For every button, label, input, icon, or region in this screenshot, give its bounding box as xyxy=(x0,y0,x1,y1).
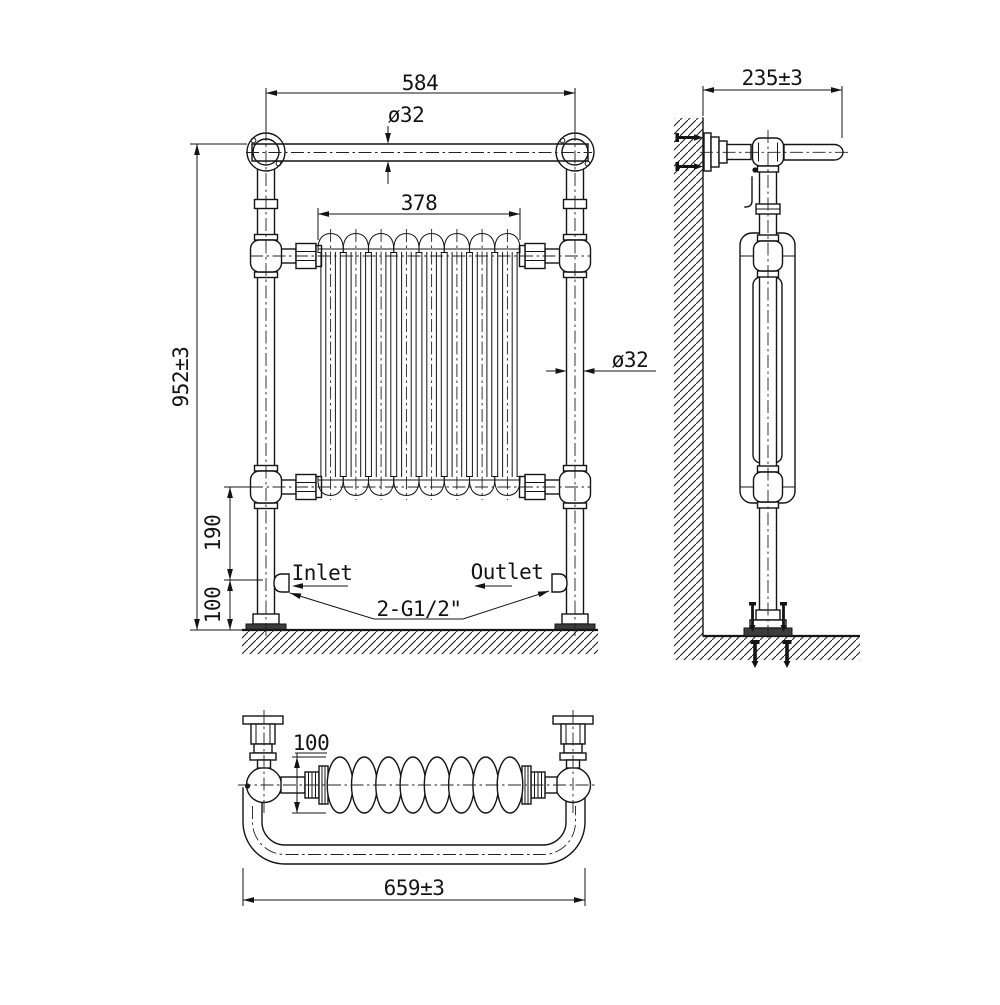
dim-190-text: 190 xyxy=(201,515,225,551)
dim-952: 952±3 xyxy=(169,143,247,631)
side-floor-screws xyxy=(749,602,792,668)
dim-584: 584 xyxy=(265,71,576,131)
dim-659-text: 659±3 xyxy=(384,876,445,900)
front-centerlines xyxy=(246,128,592,638)
plan-loop-inner xyxy=(261,787,567,846)
dim-235: 235±3 xyxy=(702,66,843,138)
front-view: 584 ø32 378 ø32 952±3 190 xyxy=(169,71,656,654)
dim-100-plan-text: 100 xyxy=(293,731,329,755)
plan-view: 100 659±3 xyxy=(238,710,596,906)
inlet-fitting xyxy=(273,573,290,593)
side-hook-mark xyxy=(744,167,758,208)
plan-left-dot xyxy=(244,783,251,789)
front-floor-hatch xyxy=(242,630,598,654)
front-towel-bar xyxy=(251,143,589,162)
dim-378: 378 xyxy=(317,191,521,240)
dim-100-front: 100 xyxy=(201,580,233,630)
dim-dia32-side: ø32 xyxy=(546,348,656,374)
inlet-label: Inlet xyxy=(292,561,353,585)
dim-dia32-side-text: ø32 xyxy=(612,348,648,372)
plan-loop-axis xyxy=(252,806,576,855)
thread-callout: 2-G1/2" xyxy=(289,588,550,621)
outlet-annotation: Outlet xyxy=(471,560,544,589)
dim-952-text: 952±3 xyxy=(169,347,193,408)
dim-584-text: 584 xyxy=(402,71,438,95)
dim-dia32-top: ø32 xyxy=(385,103,425,184)
dim-378-text: 378 xyxy=(401,191,437,215)
outlet-label: Outlet xyxy=(471,560,544,584)
dim-235-text: 235±3 xyxy=(742,66,803,90)
dim-190: 190 xyxy=(201,486,263,581)
side-wall-hatch xyxy=(674,118,703,660)
side-floor-hatch xyxy=(703,636,860,660)
outlet-fitting xyxy=(551,573,568,593)
side-view: 235±3 xyxy=(674,66,860,668)
dim-100-front-text: 100 xyxy=(201,587,225,623)
side-centerlines xyxy=(700,130,848,640)
plan-left-bracket xyxy=(242,715,284,769)
plan-loop-outer xyxy=(242,787,586,865)
dim-659: 659±3 xyxy=(242,868,586,906)
front-radiator-sections xyxy=(317,228,521,501)
inlet-annotation: Inlet xyxy=(292,561,353,589)
dim-dia32-top-text: ø32 xyxy=(388,103,424,127)
side-wall-screws xyxy=(675,133,703,171)
dim-100-plan: 100 xyxy=(292,731,330,814)
plan-centerlines xyxy=(238,710,596,814)
thread-label: 2-G1/2" xyxy=(376,597,461,621)
